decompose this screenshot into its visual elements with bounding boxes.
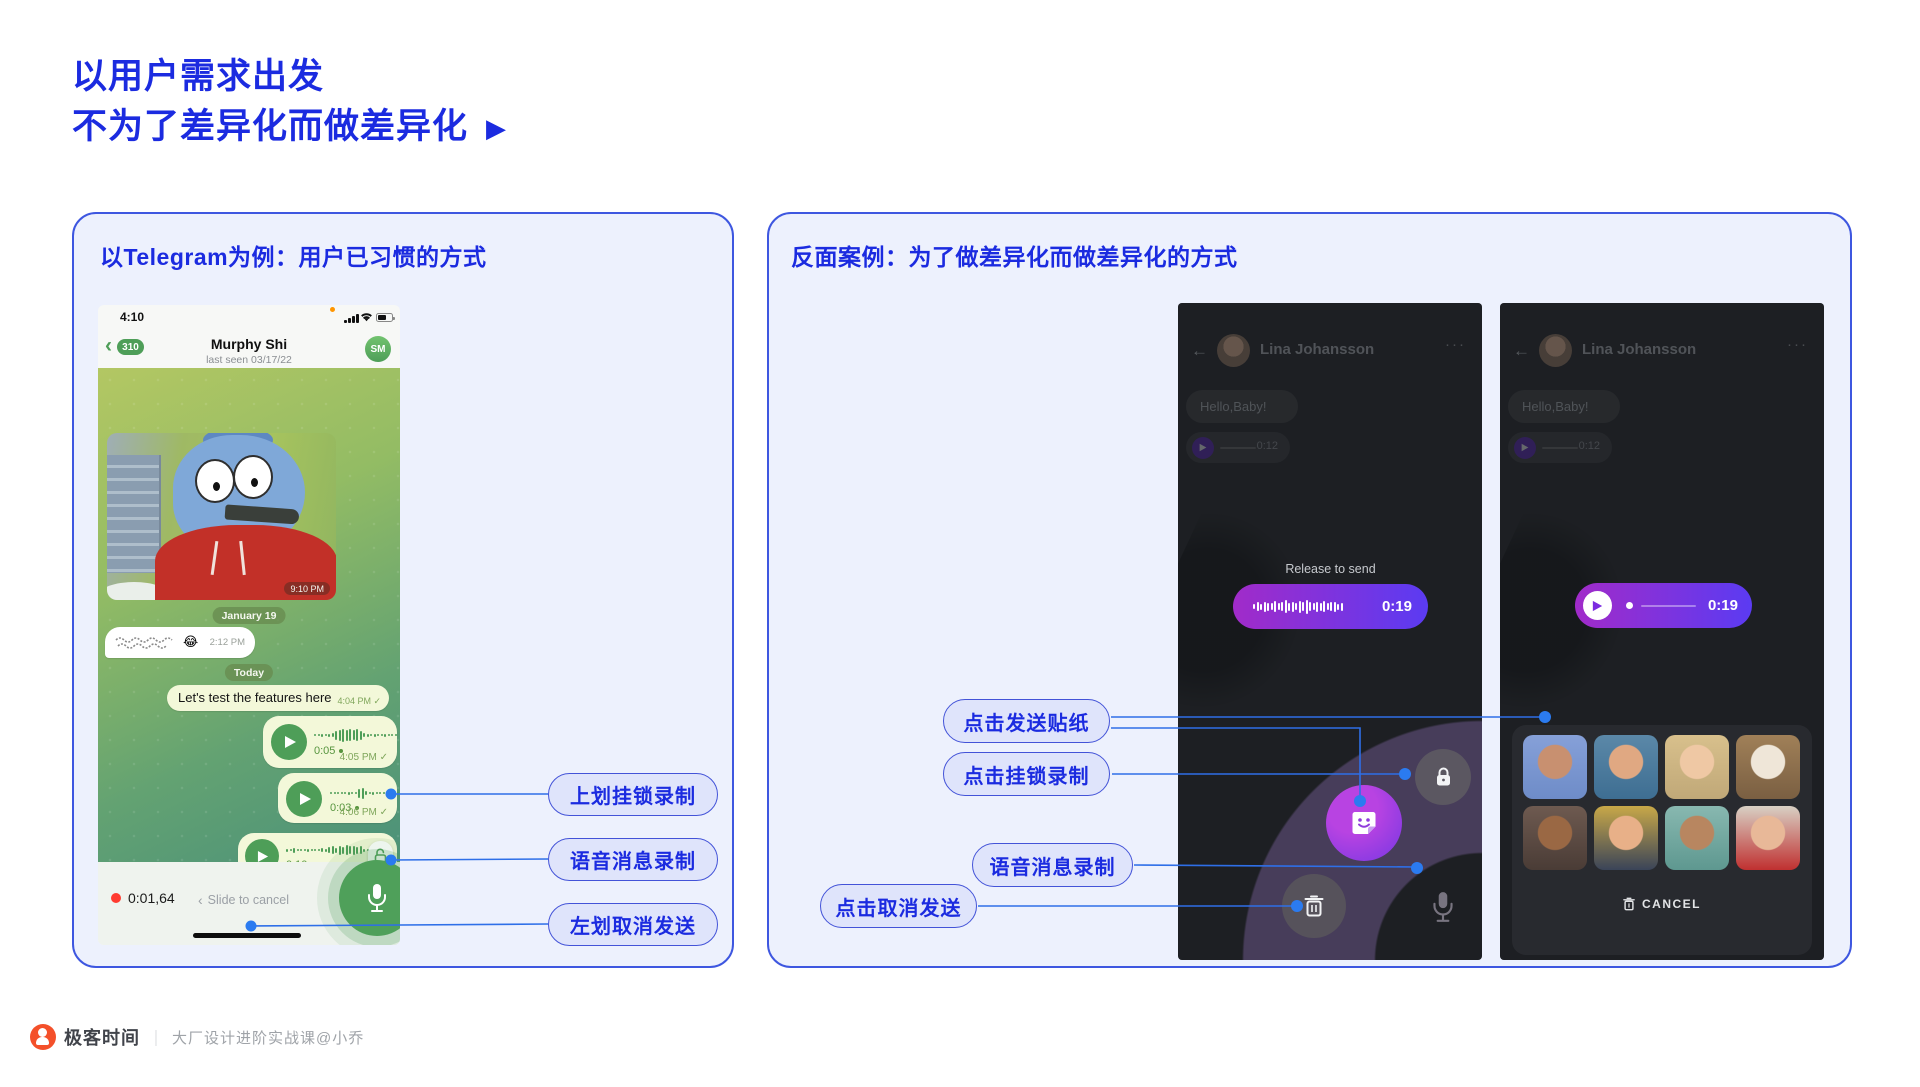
back-chevron-icon[interactable]: ‹: [105, 334, 112, 357]
sticker-panel: CANCEL: [1512, 725, 1812, 955]
gesture-arc: [1178, 303, 1482, 960]
sticker-icon: [1352, 812, 1376, 834]
progress-line: [1641, 604, 1696, 607]
telegram-screenshot: 4:10 ‹ 310 Murphy Shi last seen 03/17/22…: [98, 305, 400, 945]
counter-example-phone-2: ← Lina Johansson ··· Hello,Baby! 0:12 0:…: [1500, 303, 1824, 960]
cartoon-eye: [195, 459, 235, 503]
date-separator: January 19: [212, 607, 286, 624]
photo-timestamp: 9:10 PM: [284, 582, 330, 595]
trash-icon: [1304, 895, 1324, 917]
footer-divider: ｜: [148, 1031, 165, 1048]
sticker-thinking-man[interactable]: [1523, 806, 1587, 870]
trash-icon: [1623, 897, 1635, 911]
record-mic-button[interactable]: [339, 860, 400, 936]
play-button[interactable]: [271, 724, 307, 760]
message-text: Let's test the features here: [178, 690, 332, 705]
mic-icon: [368, 884, 386, 912]
slide-to-cancel[interactable]: ‹Slide to cancel: [198, 892, 289, 908]
title-line-2: 不为了差异化而做差异化▶: [72, 107, 508, 147]
voice-duration: 0:05: [314, 745, 343, 757]
snow-art: [107, 582, 169, 600]
play-button[interactable]: [1583, 591, 1612, 620]
geektime-logo-icon: [30, 1024, 56, 1050]
title-line-1: 以用户需求出发: [72, 57, 325, 96]
chevron-left-icon: ‹: [198, 892, 203, 908]
callout-voice-record: 语音消息录制: [972, 843, 1133, 887]
lock-record-button[interactable]: [1415, 749, 1471, 805]
footer: 极客时间 ｜ 大厂设计进阶实战课@小乔: [30, 1024, 364, 1050]
cartoon-eye: [233, 455, 273, 499]
cancel-button[interactable]: CANCEL: [1512, 897, 1812, 911]
home-indicator: [193, 933, 301, 938]
unread-count-badge[interactable]: 310: [117, 339, 144, 355]
right-card-header: 反面案例：为了做差异化而做差异化的方式: [791, 244, 1238, 270]
message-time: 4:06 PM ✓: [339, 807, 388, 818]
callout-voice-record: 语音消息录制: [548, 838, 718, 881]
mic-in-use-indicator: [330, 307, 335, 312]
play-button[interactable]: [286, 781, 322, 817]
last-seen: last seen 03/17/22: [206, 354, 292, 366]
message-time: 4:05 PM ✓: [339, 752, 388, 763]
recording-waveform-pill: 0:19: [1233, 584, 1428, 629]
callout-tap-lock-record: 点击挂锁录制: [943, 752, 1110, 796]
sticker-aquaman[interactable]: [1665, 806, 1729, 870]
chat-background: 9:10 PM January 19 😂 2:12 PM Today Let's…: [98, 368, 400, 940]
recording-timer: 0:01,64: [128, 890, 175, 906]
contact-name: Murphy Shi: [210, 336, 288, 352]
photo-message[interactable]: 9:10 PM: [107, 433, 336, 600]
battery-icon: [376, 313, 395, 322]
date-separator: Today: [224, 664, 274, 681]
voice-playback-pill: 0:19: [1575, 583, 1752, 628]
building-art: [107, 455, 161, 573]
incoming-scribble-bubble: 😂 2:12 PM: [105, 627, 255, 658]
callout-tap-cancel-send: 点击取消发送: [820, 884, 977, 928]
lock-icon: [1436, 767, 1450, 786]
sticker-pouting-baby[interactable]: [1665, 735, 1729, 799]
message-time: 2:12 PM: [209, 637, 245, 648]
left-card-header: 以Telegram为例：用户已习惯的方式: [100, 244, 487, 270]
counter-example-phone-1: ← Lina Johansson ··· Hello,Baby! 0:12 Re…: [1178, 303, 1482, 960]
status-time: 4:10: [120, 310, 145, 324]
recording-time: 0:19: [1381, 598, 1412, 615]
voice-message-bubble: 0:05 4:05 PM ✓: [263, 716, 397, 768]
sticker-trump[interactable]: [1594, 806, 1658, 870]
recording-waveform: [1253, 599, 1343, 615]
voice-waveform: [330, 786, 399, 800]
avatar[interactable]: SM: [365, 336, 391, 362]
course-name: 大厂设计进阶实战课@小乔: [172, 1029, 365, 1047]
emoji: 😂: [183, 634, 199, 649]
callout-tap-send-sticker: 点击发送贴纸: [943, 699, 1110, 743]
voice-message-bubble: 0:03 4:06 PM ✓: [278, 773, 399, 823]
send-sticker-button[interactable]: [1326, 785, 1402, 861]
callout-slide-left-cancel: 左划取消发送: [548, 903, 718, 946]
message-time: 4:04 PM ✓: [337, 696, 381, 706]
sticker-grinning-kid[interactable]: [1594, 735, 1658, 799]
cartoon-hoodie: [155, 525, 336, 600]
cancel-label: CANCEL: [1642, 897, 1701, 911]
voice-waveform: [286, 843, 376, 857]
mic-icon: [1430, 891, 1456, 928]
brand-name: 极客时间: [64, 1028, 140, 1048]
wifi-icon: [361, 313, 372, 322]
page-title: 以用户需求出发 不为了差异化而做差异化▶: [72, 52, 507, 152]
callout-slide-up-lock: 上划挂锁录制: [548, 773, 718, 816]
sticker-girl-in-red[interactable]: [1736, 806, 1800, 870]
recording-dot: [111, 893, 121, 903]
cancel-record-button[interactable]: [1282, 874, 1346, 938]
outgoing-text-bubble: Let's test the features here 4:04 PM ✓: [167, 685, 389, 711]
progress-dot[interactable]: [1626, 602, 1633, 609]
sticker-grid: [1523, 735, 1800, 870]
voice-waveform: [314, 728, 397, 742]
play-triangle-icon: ▶: [486, 113, 508, 144]
dim-overlay: [1178, 303, 1482, 960]
signal-icon: [344, 314, 359, 323]
voice-duration: 0:03: [330, 802, 359, 814]
sticker-shocked-cat[interactable]: [1736, 735, 1800, 799]
sticker-mr-bean[interactable]: [1523, 735, 1587, 799]
scribbled-text: [115, 637, 173, 649]
playback-time: 0:19: [1707, 597, 1738, 614]
release-to-send-hint: Release to send: [1285, 562, 1376, 576]
